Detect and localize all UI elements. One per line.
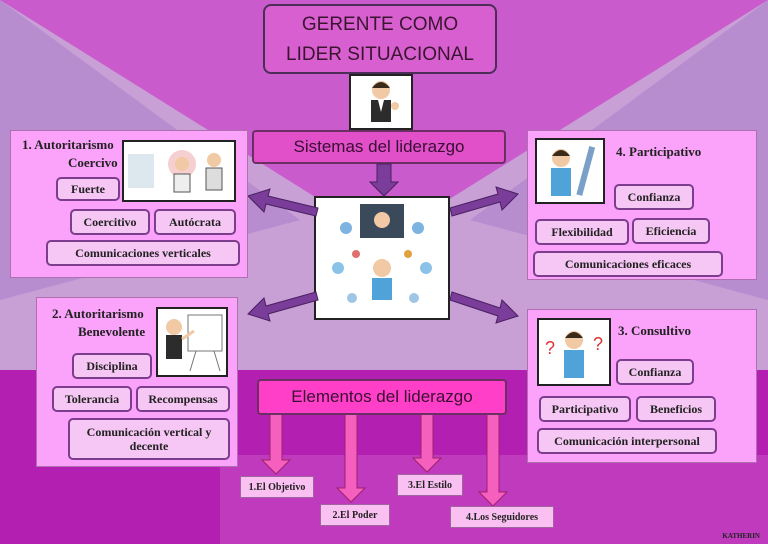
- p4-item-comunicaciones-eficaces: Comunicaciones eficaces: [533, 251, 723, 277]
- arrow-left-up-icon: [247, 188, 319, 217]
- p2-item-recompensas: Recompensas: [136, 386, 230, 412]
- arrow-down-seguidores-icon: [477, 411, 509, 507]
- p4-item-eficiencia: Eficiencia: [632, 218, 710, 244]
- p2-item-comunicacion-line-2: decente: [129, 439, 169, 453]
- title-box: GERENTE COMO LIDER SITUACIONAL: [263, 4, 497, 74]
- p2-item-comunicacion-line-1: Comunicación vertical y: [86, 425, 212, 439]
- arrow-down-icon: [368, 163, 400, 197]
- p1-item-fuerte: Fuerte: [56, 177, 120, 201]
- arrow-right-up-icon: [449, 186, 519, 217]
- arrow-down-poder-icon: [335, 411, 367, 503]
- sistemas-label: Sistemas del liderazgo: [293, 137, 465, 156]
- p3-item-confianza: Confianza: [616, 359, 694, 385]
- elementos-header: Elementos del liderazgo: [257, 379, 507, 415]
- arrow-left-down-icon: [247, 291, 319, 322]
- sistemas-header: Sistemas del liderazgo: [252, 130, 506, 164]
- title-line-2: LIDER SITUACIONAL: [286, 44, 474, 65]
- p2-item-comunicacion-vertical: Comunicación vertical y decente: [68, 418, 230, 460]
- p3-title: 3. Consultivo: [618, 323, 691, 338]
- title-line-1: GERENTE COMO: [301, 14, 459, 35]
- p2-title-1: 2. Autoritarismo: [52, 306, 144, 321]
- p4-item-confianza: Confianza: [614, 184, 694, 210]
- p1-title-2: Coercivo: [68, 155, 118, 170]
- svg-text:?: ?: [593, 334, 603, 354]
- arrow-down-estilo-icon: [411, 411, 443, 473]
- author-signature: KATHERIN: [722, 532, 760, 540]
- p2-image: [156, 307, 228, 377]
- p1-title-1: 1. Autoritarismo: [22, 137, 114, 152]
- p3-item-comunicacion-interpersonal: Comunicación interpersonal: [537, 428, 717, 454]
- p4-item-flexibilidad: Flexibilidad: [535, 219, 629, 245]
- manager-thumbs-up-image: [349, 74, 413, 130]
- network-image: [314, 196, 450, 320]
- p1-item-comunicaciones-verticales: Comunicaciones verticales: [46, 240, 240, 266]
- element-seguidores: 4.Los Seguidores: [450, 506, 554, 528]
- p3-image: ? ?: [537, 318, 611, 386]
- element-estilo: 3.El Estilo: [397, 474, 463, 496]
- element-objetivo: 1.El Objetivo: [240, 476, 314, 498]
- p2-item-tolerancia: Tolerancia: [52, 386, 132, 412]
- svg-text:?: ?: [545, 338, 555, 358]
- arrow-right-down-icon: [449, 291, 519, 324]
- p2-item-disciplina: Disciplina: [72, 353, 152, 379]
- p1-item-autocrata: Autócrata: [154, 209, 236, 235]
- element-poder: 2.El Poder: [320, 504, 390, 526]
- p1-item-coercitivo: Coercitivo: [70, 209, 150, 235]
- arrow-down-objetivo-icon: [260, 411, 292, 475]
- p3-item-beneficios: Beneficios: [636, 396, 716, 422]
- p2-title-2: Benevolente: [78, 324, 146, 339]
- p3-item-participativo: Participativo: [539, 396, 631, 422]
- p4-title: 4. Participativo: [616, 144, 702, 159]
- p4-image: [535, 138, 605, 204]
- p1-image: [122, 140, 236, 202]
- elementos-label: Elementos del liderazgo: [291, 387, 473, 406]
